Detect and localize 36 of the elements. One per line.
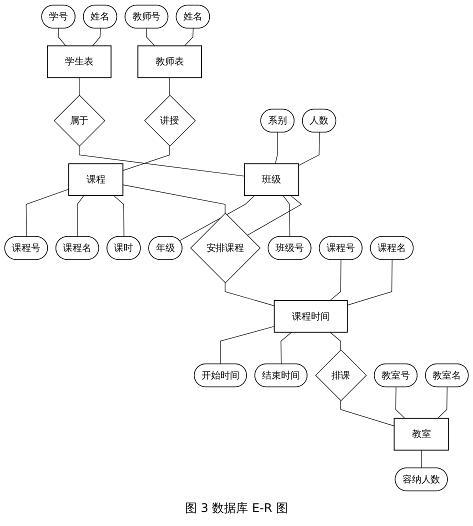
- node-diamond: 属于: [54, 94, 106, 146]
- connector: [330, 332, 341, 350]
- connector: [340, 400, 394, 426]
- connector: [246, 195, 302, 236]
- connector: [92, 28, 101, 46]
- node-diamond: 安排课程: [190, 212, 261, 284]
- connector: [122, 184, 226, 214]
- connector: [169, 77, 170, 96]
- connector: [282, 195, 290, 238]
- connector: [395, 386, 406, 419]
- connector: [78, 77, 80, 96]
- connector: [184, 28, 194, 46]
- connector: [179, 195, 255, 241]
- node-box: 班级: [244, 163, 300, 196]
- connector: [58, 28, 66, 46]
- connector: [78, 146, 245, 176]
- connector: [76, 195, 84, 238]
- connector: [122, 146, 170, 171]
- connector: [113, 195, 124, 238]
- connector: [275, 132, 278, 164]
- node-box: 教师表: [137, 45, 202, 78]
- connector: [26, 188, 69, 238]
- connector: [437, 386, 448, 419]
- connector: [220, 326, 275, 364]
- connector: [280, 332, 292, 364]
- figure-caption: 图 3 数据库 E-R 图: [184, 500, 290, 517]
- node-diamond: 讲授: [144, 94, 196, 146]
- node-box: 教室: [394, 418, 449, 451]
- node-box: 课程时间: [274, 300, 348, 333]
- node-box: 课程: [68, 163, 124, 196]
- node-diamond: 排课: [315, 350, 367, 402]
- node-box: 学生表: [46, 45, 112, 78]
- connector: [330, 260, 342, 301]
- connector: [146, 28, 156, 46]
- connector: [224, 282, 275, 306]
- connector: [421, 450, 422, 468]
